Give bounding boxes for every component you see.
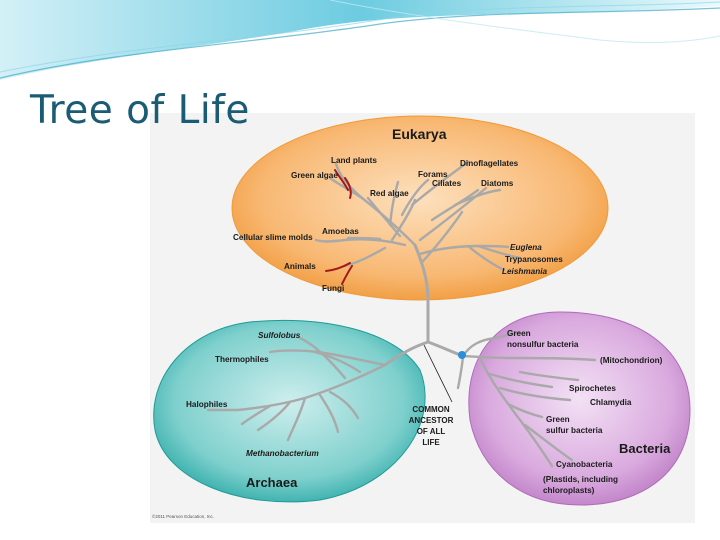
ancestor-pointer [423, 344, 453, 403]
label-forams: Forams [418, 170, 448, 179]
label-animals: Animals [284, 262, 316, 271]
ancestor-line-1: COMMON [412, 405, 450, 414]
label-cellular-slime-molds: Cellular slime molds [233, 233, 313, 242]
label-green-algae: Green algae [291, 171, 338, 180]
bacteria-branches [426, 330, 597, 468]
bacteria-region [468, 311, 691, 506]
label-green-sulfur-line1: Green [546, 415, 570, 424]
label-plastids-line1: (Plastids, including [543, 475, 618, 484]
label-chlamydia: Chlamydia [590, 398, 632, 407]
eukarya-labels: Land plants Green algae Dinoflagellates … [233, 156, 563, 293]
label-diatoms: Diatoms [481, 179, 514, 188]
ancestor-line-3: OF ALL [417, 427, 446, 436]
archaea-region [153, 319, 426, 503]
label-cyanobacteria: Cyanobacteria [556, 460, 613, 469]
label-methanobacterium: Methanobacterium [246, 449, 319, 458]
eukarya-heading: Eukarya [392, 126, 447, 142]
ancestor-line-4: LIFE [422, 438, 440, 447]
header-banner [0, 0, 720, 80]
archaea-heading: Archaea [246, 475, 298, 490]
archaea-labels: Sulfolobus Thermophiles Halophiles Metha… [186, 331, 319, 458]
eukarya-branches [314, 160, 522, 344]
label-mitochondrion: (Mitochondrion) [600, 356, 663, 365]
bacteria-labels: Green nonsulfur bacteria (Mitochondrion)… [507, 329, 663, 495]
archaea-branches [206, 336, 430, 442]
bacteria-heading: Bacteria [619, 441, 671, 456]
label-halophiles: Halophiles [186, 400, 228, 409]
label-trypanosomes: Trypanosomes [505, 255, 563, 264]
eukarya-region [231, 115, 609, 301]
label-green-nonsulfur-line2: nonsulfur bacteria [507, 340, 579, 349]
label-green-nonsulfur-line1: Green [507, 329, 531, 338]
common-ancestor-dot [458, 351, 466, 359]
label-amoebas: Amoebas [322, 227, 359, 236]
label-euglena: Euglena [510, 243, 542, 252]
label-red-algae: Red algae [370, 189, 409, 198]
label-plastids-line2: chloroplasts) [543, 486, 595, 495]
label-sulfolobus: Sulfolobus [258, 331, 301, 340]
label-spirochetes: Spirochetes [569, 384, 616, 393]
copyright-text: ©2011 Pearson Education, Inc. [152, 513, 214, 519]
common-ancestor-label: COMMON ANCESTOR OF ALL LIFE [409, 405, 454, 447]
ancestor-line-2: ANCESTOR [409, 416, 454, 425]
label-fungi: Fungi [322, 284, 344, 293]
label-land-plants: Land plants [331, 156, 377, 165]
label-ciliates: Ciliates [432, 179, 462, 188]
label-thermophiles: Thermophiles [215, 355, 269, 364]
slide-title: Tree of Life [30, 88, 250, 133]
label-dinoflagellates: Dinoflagellates [460, 159, 519, 168]
label-green-sulfur-line2: sulfur bacteria [546, 426, 603, 435]
label-leishmania: Leishmania [502, 267, 547, 276]
